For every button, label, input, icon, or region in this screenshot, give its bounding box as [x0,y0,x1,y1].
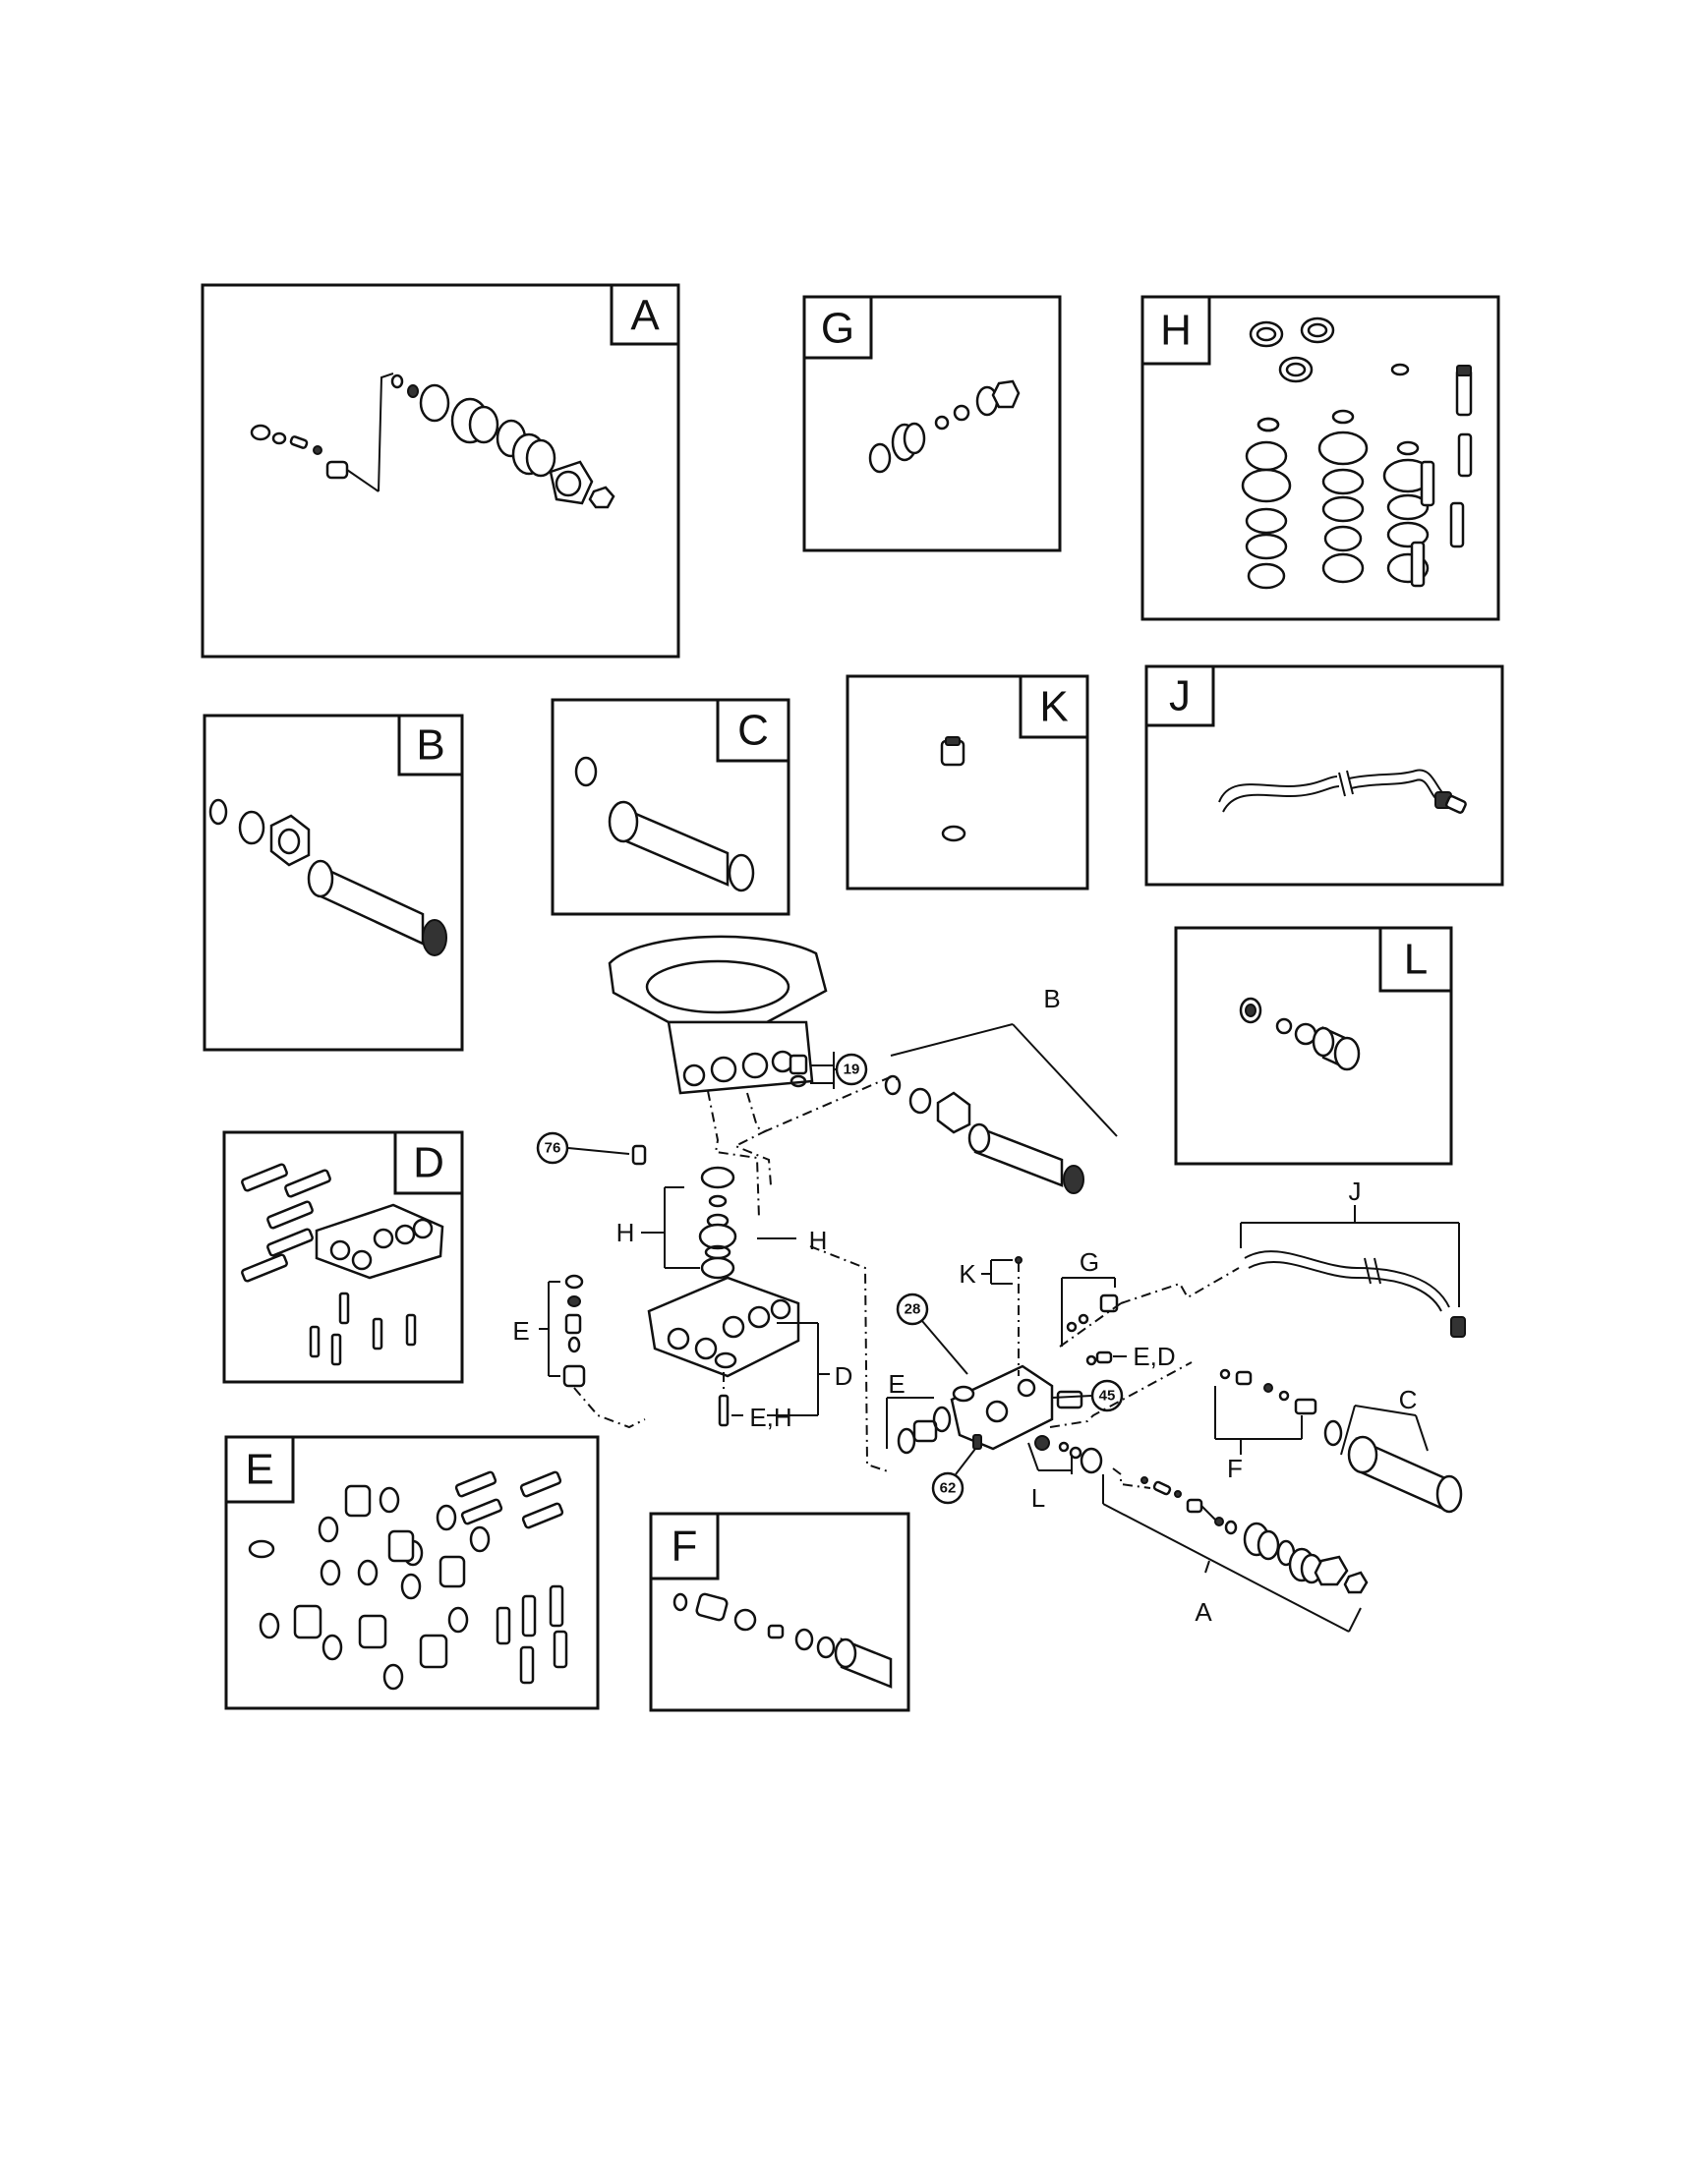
assembly-label-b: B [1043,984,1060,1013]
callout-45: 45 [1099,1388,1116,1405]
panel-d: D [222,1130,464,1384]
callout-28: 28 [905,1301,921,1318]
assembly-label-j: J [1349,1177,1362,1206]
panel-g-tag: G [821,305,854,353]
callout-62: 62 [940,1480,957,1497]
assembly-label-h-left: H [616,1218,635,1247]
panel-g: G [802,295,1062,552]
panel-j-tag: J [1169,672,1191,720]
assembly-label-d: D [835,1361,853,1391]
callout-19: 19 [844,1062,860,1078]
panel-h-tag: H [1160,307,1192,355]
panel-c-tag: C [737,707,769,755]
panel-j: J [1144,664,1504,887]
panel-c: C [551,698,790,916]
panel-b: B [203,714,464,1052]
callout-76: 76 [545,1140,561,1157]
panel-f-tag: F [672,1523,698,1571]
assembly-label-k: K [959,1259,976,1289]
panel-e: E [224,1435,600,1710]
panel-l: L [1174,926,1453,1166]
assembly-label-e-left: E [512,1316,529,1346]
assembly-label-f: F [1227,1454,1243,1483]
panel-d-tag: D [413,1139,444,1187]
panel-a: A [201,283,680,659]
main-assembly: 19 76 B H H [512,935,1466,1633]
assembly-label-ed: E,D [1133,1342,1175,1371]
panel-k-tag: K [1039,683,1068,731]
assembly-label-e-mid: E [888,1369,905,1399]
assembly-label-l: L [1031,1483,1045,1513]
assembly-label-eh: E,H [749,1403,791,1432]
panel-e-tag: E [245,1446,273,1494]
panel-a-tag: A [630,292,660,340]
panel-k: K [846,674,1089,891]
panel-b-tag: B [416,721,444,770]
assembly-label-c: C [1399,1385,1418,1414]
panel-h: H [1140,295,1500,621]
assembly-label-g: G [1080,1247,1099,1277]
assembly-label-a: A [1195,1597,1212,1627]
panel-l-tag: L [1404,936,1428,984]
panel-f: F [649,1512,910,1712]
assembly-label-h-right: H [809,1226,828,1255]
